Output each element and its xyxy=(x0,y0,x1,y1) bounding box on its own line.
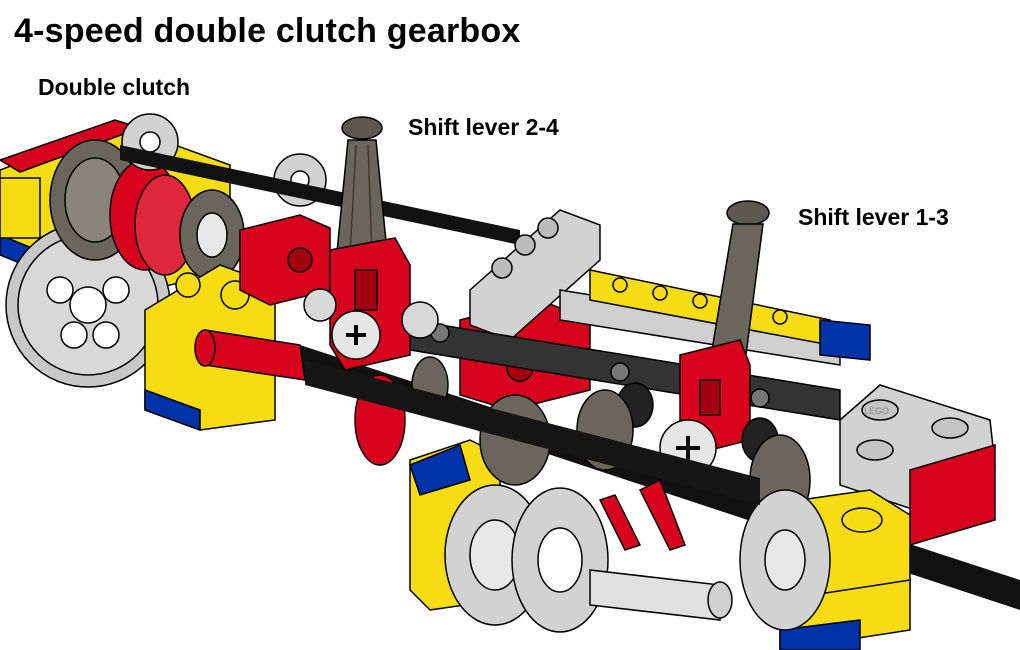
bottom-gear-middle xyxy=(511,487,609,633)
red-shift-fork xyxy=(598,478,686,551)
lever-2-4-bushing xyxy=(303,288,439,360)
double-clutch-red-drum xyxy=(109,159,196,276)
shift-lever-1-3-label: Shift lever 1-3 xyxy=(798,204,949,230)
bottom-gear-right xyxy=(739,489,831,631)
dark-gear-mid xyxy=(179,189,245,281)
stud-logo: LEGO xyxy=(864,406,889,416)
right-gray-plate: LEGO xyxy=(839,384,996,547)
upper-axle xyxy=(120,145,520,245)
front-axle xyxy=(305,360,760,505)
double-clutch-label: Double clutch xyxy=(38,74,191,100)
page-title: 4-speed double clutch gearbox xyxy=(14,12,521,50)
shift-lever-2-4-label: Shift lever 2-4 xyxy=(408,114,559,140)
bottom-gray-axle xyxy=(589,569,733,621)
right-back-yellow-row xyxy=(589,269,871,361)
red-input-axle xyxy=(194,329,306,381)
